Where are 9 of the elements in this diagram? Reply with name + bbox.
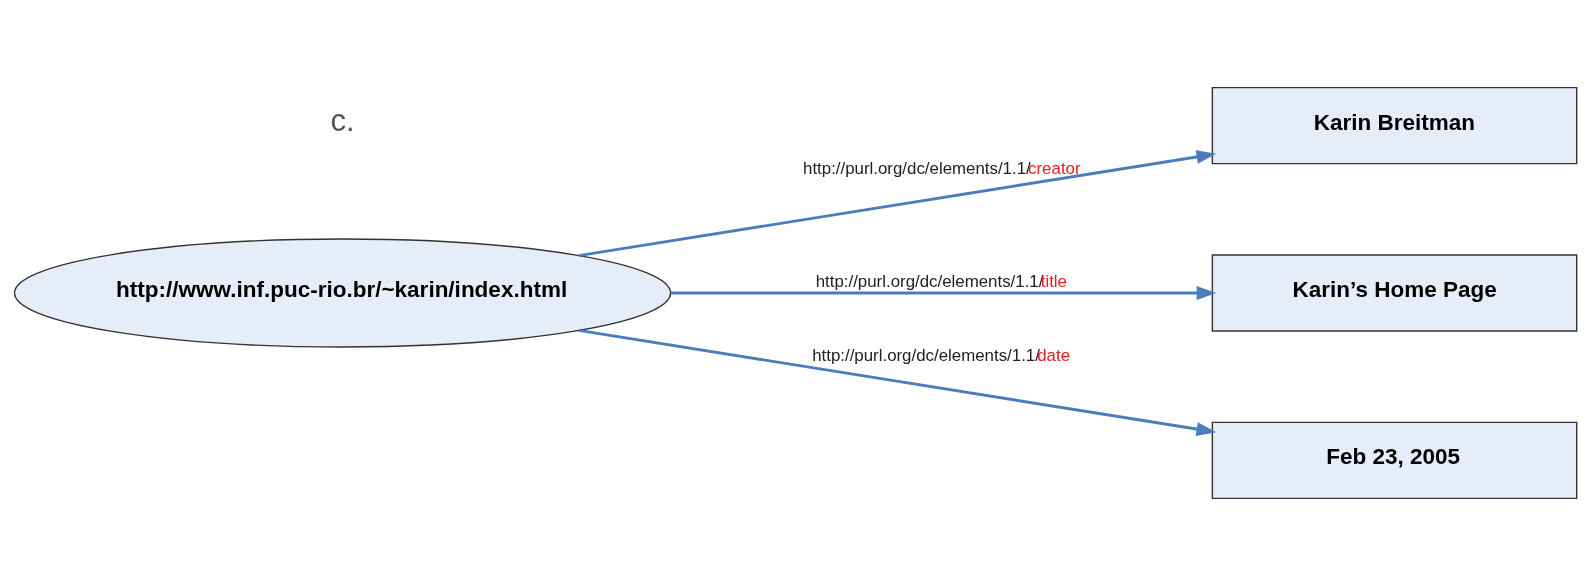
label: c. [330,102,355,138]
arrow [578,329,1217,436]
node-ellipse: http://www.inf.puc-rio.br/~karin/index.html [13,238,672,348]
node-box: Karin Breitman [1211,86,1578,165]
arrow [670,286,1217,300]
edge-label: http://purl.org/dc/elements/1.1/date [812,346,1071,366]
arrow [578,150,1217,257]
node-box: Feb 23, 2005 [1211,421,1578,500]
node-box: Karin’s Home Page [1211,254,1578,332]
